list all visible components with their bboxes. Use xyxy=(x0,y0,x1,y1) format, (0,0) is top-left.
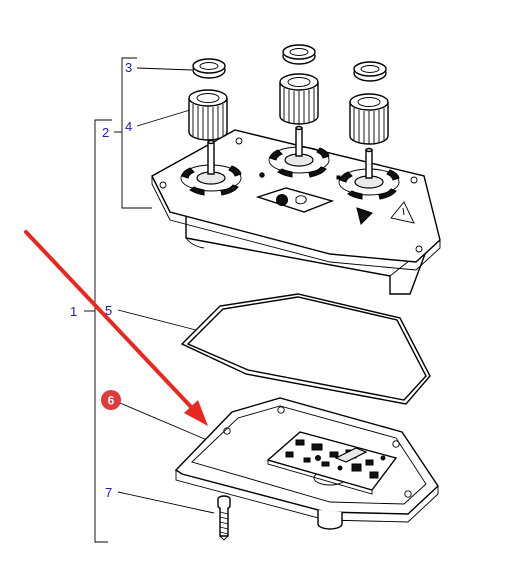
leader-5 xyxy=(117,309,197,331)
base-plate-part xyxy=(174,397,439,530)
highlight-arrow xyxy=(24,230,208,426)
switch-housing-part xyxy=(151,125,441,295)
callout-label-6: 6 xyxy=(108,394,115,408)
callout-label-5: 5 xyxy=(105,303,112,318)
callout-label-2: 2 xyxy=(102,125,109,140)
callout-label-3: 3 xyxy=(125,60,132,75)
screw-part xyxy=(217,495,231,541)
leader-6 xyxy=(119,402,208,441)
bracket-group-1 xyxy=(84,57,152,543)
cap-parts xyxy=(192,44,387,82)
callout-label-4: 4 xyxy=(125,119,132,134)
callout-label-1: 1 xyxy=(70,304,77,319)
callout-badge-6: 6 xyxy=(101,390,121,410)
gasket-part xyxy=(180,293,431,405)
knob-parts xyxy=(188,73,389,145)
leader-4 xyxy=(136,109,191,127)
leader-3 xyxy=(136,67,193,71)
callout-label-7: 7 xyxy=(105,485,112,500)
leader-7 xyxy=(117,491,215,514)
